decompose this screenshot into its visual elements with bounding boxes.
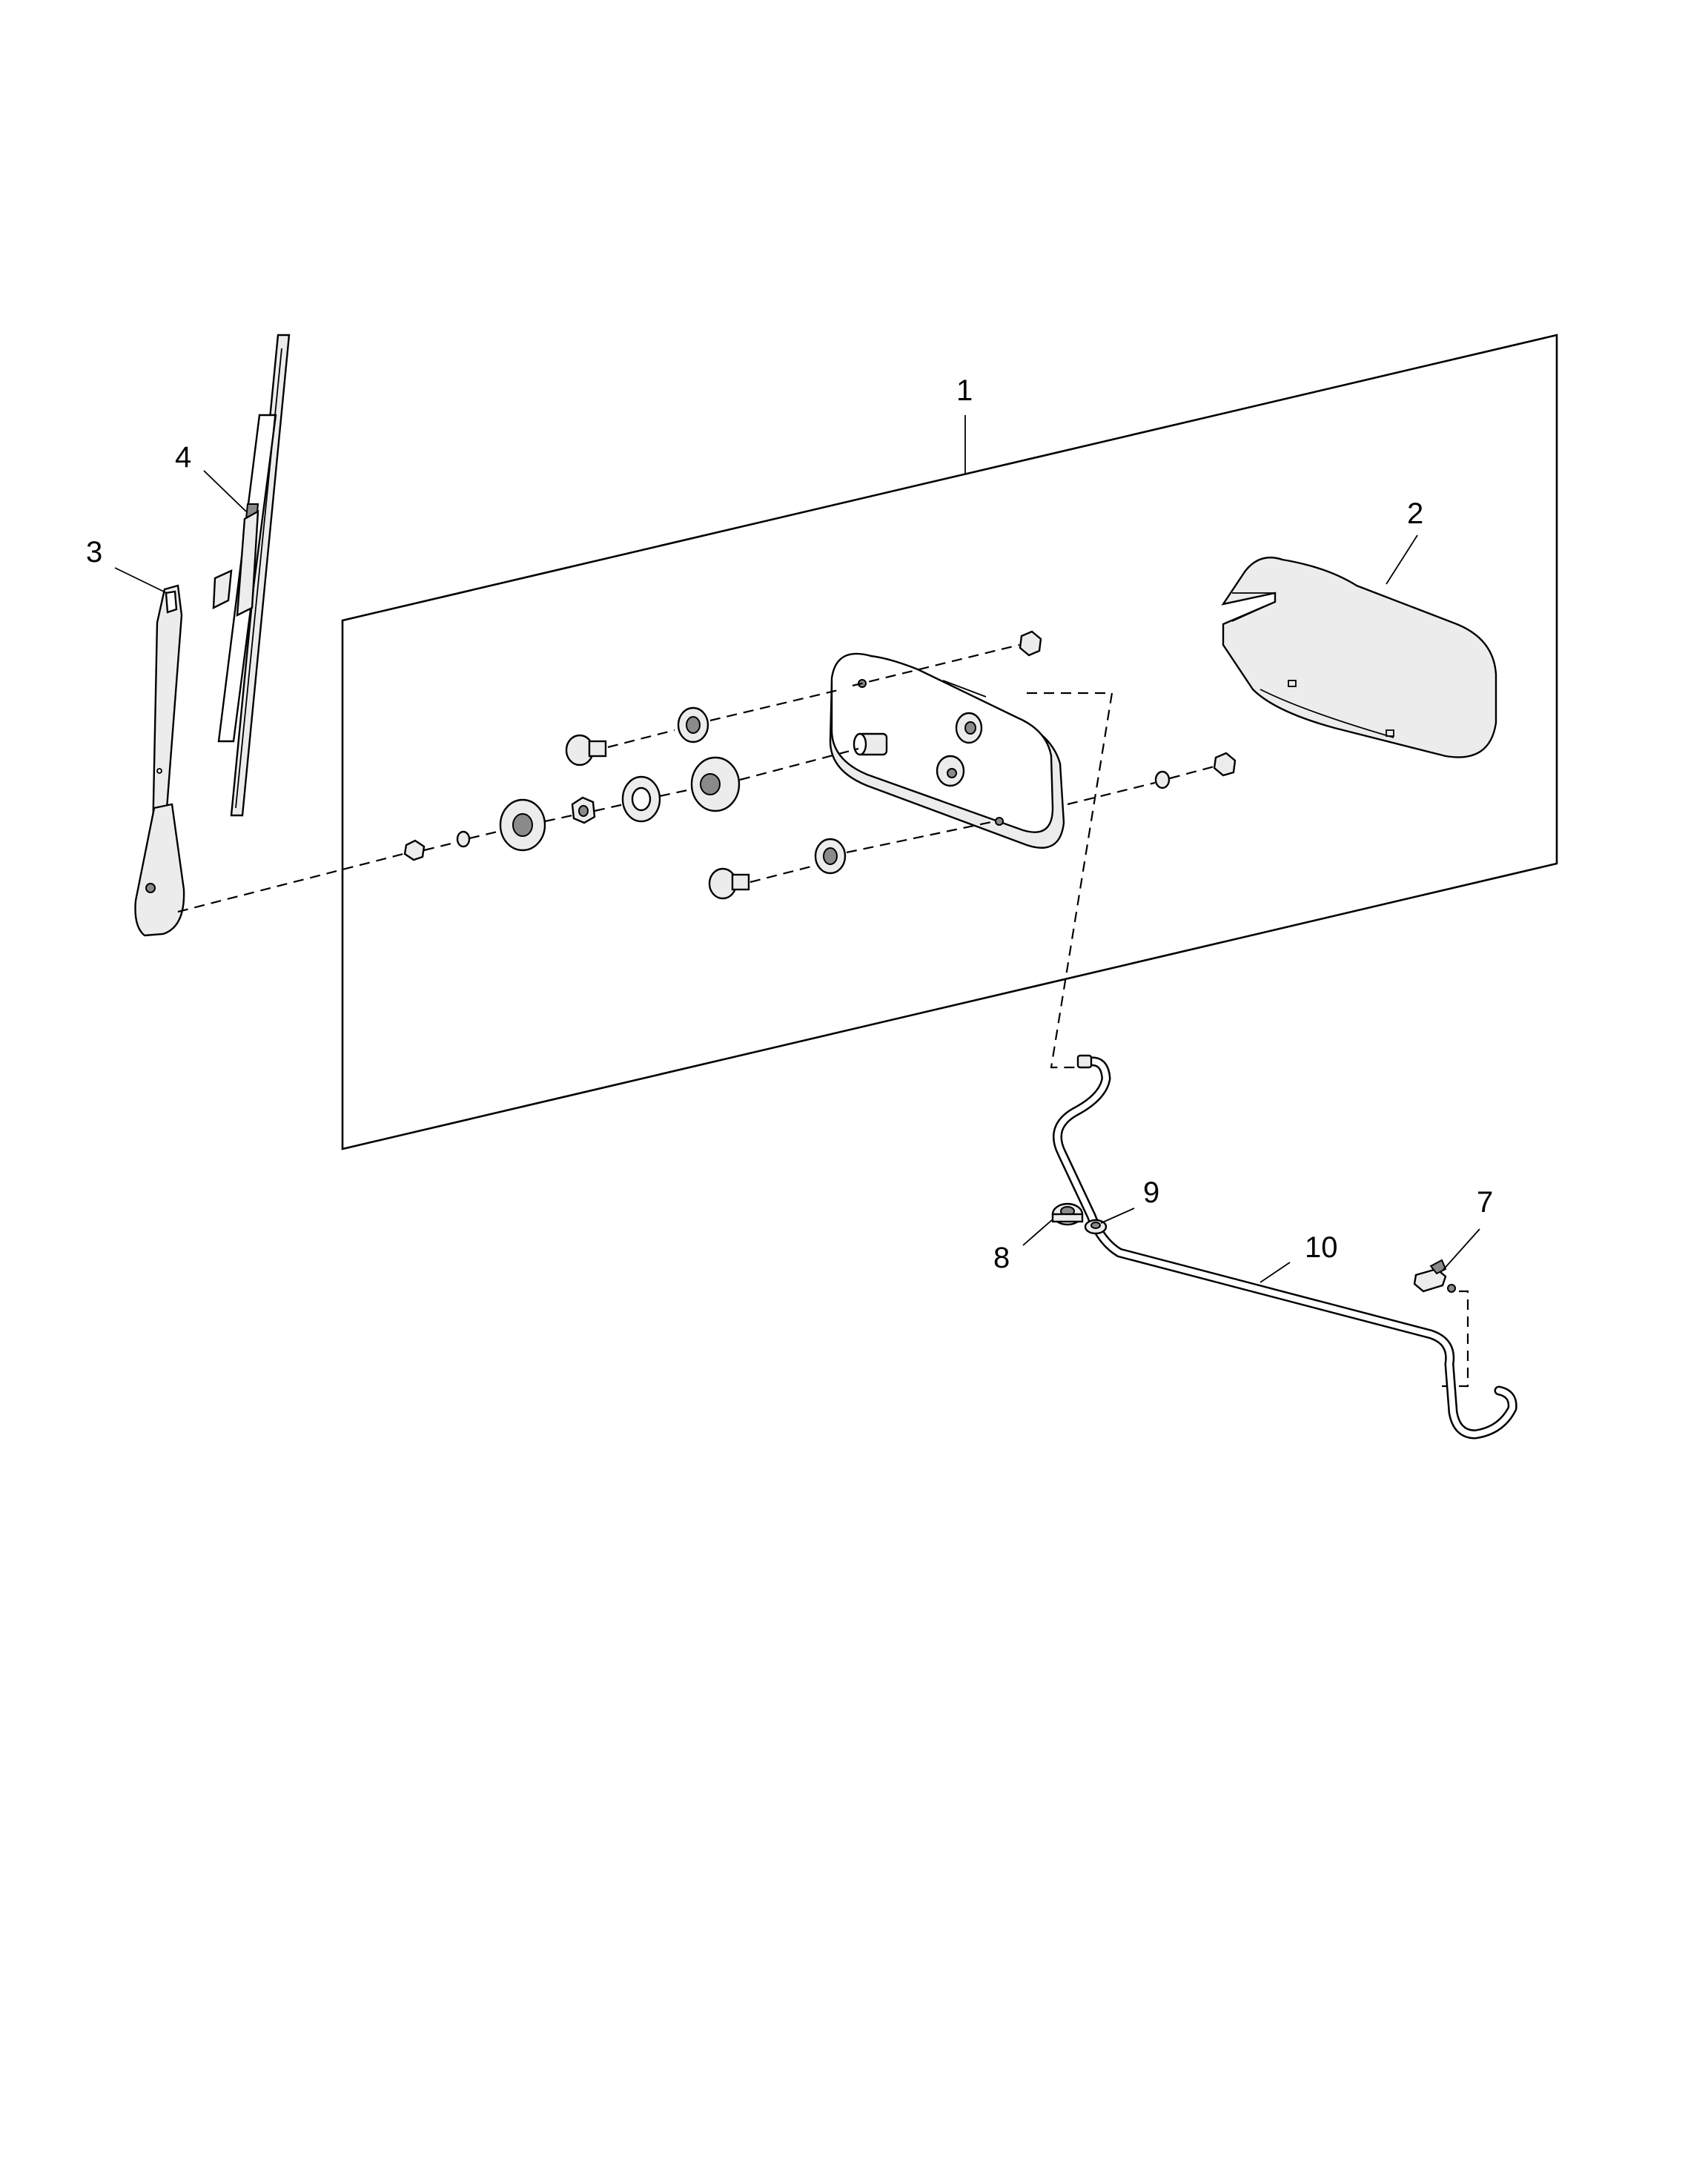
bolt-lower	[708, 867, 750, 900]
small-nut	[403, 839, 426, 861]
assembly-lines	[177, 643, 1469, 1388]
right-nut	[1213, 752, 1237, 777]
nut-middle	[571, 796, 596, 824]
pivot-cap	[499, 798, 546, 852]
wiper-motor	[829, 652, 1065, 849]
motor-cover	[1221, 556, 1497, 758]
right-washer	[1154, 770, 1171, 789]
callout-9: 9	[1143, 1176, 1159, 1209]
washer	[621, 775, 661, 823]
assembly-panel-outline	[341, 334, 1558, 1150]
washer-nozzle	[1413, 1259, 1456, 1293]
hardware-parts	[403, 630, 1237, 900]
callout-10: 10	[1305, 1231, 1338, 1264]
hose-grommet	[1051, 1202, 1084, 1226]
wiper-blade	[212, 334, 291, 817]
callout-4: 4	[175, 441, 191, 474]
wiper-arm	[134, 584, 185, 937]
small-washer	[456, 830, 471, 848]
callout-7: 7	[1477, 1186, 1493, 1219]
callout-2: 2	[1407, 497, 1423, 530]
washer-hose	[1052, 1054, 1517, 1440]
nut-top	[1019, 630, 1042, 657]
hose-clip	[1084, 1219, 1108, 1235]
callout-8: 8	[993, 1242, 1010, 1274]
grommet-lower	[814, 838, 847, 875]
bolt-upper	[565, 734, 607, 766]
callout-3: 3	[86, 536, 102, 569]
grommet-large	[690, 756, 741, 812]
grommet-upper	[677, 706, 709, 743]
callout-1: 1	[956, 374, 973, 407]
leader-lines	[114, 415, 1480, 1283]
